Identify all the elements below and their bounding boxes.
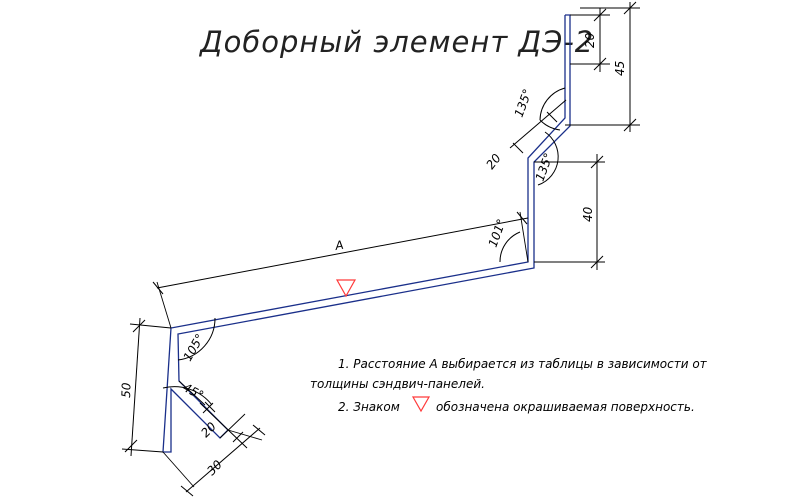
drawing-title: Доборный элемент ДЭ-2 — [198, 25, 594, 59]
note-1-cont: толщины сэндвич-панелей. — [310, 377, 485, 391]
dim-angle-105: 105° — [177, 317, 216, 364]
note-1: 1. Расстояние А выбирается из таблицы в … — [338, 357, 708, 371]
dim-label-bottom-20: 20 — [198, 419, 219, 440]
dim-label-right-40: 40 — [581, 206, 595, 222]
dim-label-angle-135-lower: 135° — [533, 151, 556, 183]
dim-label-left-20: 20 — [483, 151, 504, 172]
notes-block: 1. Расстояние А выбирается из таблицы в … — [310, 357, 708, 414]
dim-length-a: A — [152, 211, 529, 329]
dim-bottom-20: 20 — [178, 380, 248, 449]
dim-label-top-20: 20 — [583, 32, 597, 48]
dim-right-40: 40 — [534, 154, 605, 270]
note-2-before: 2. Знаком — [338, 400, 400, 414]
note-2-after: обозначена окрашиваемая поверхность. — [436, 400, 695, 414]
dim-left-50: 50 — [119, 317, 172, 457]
dim-label-angle-135-upper: 135° — [512, 87, 535, 119]
dim-angle-101: 101° — [486, 217, 521, 263]
dim-top-20: 20 — [570, 8, 610, 72]
dim-label-left-50: 50 — [119, 382, 134, 398]
dim-label-a: A — [333, 238, 345, 253]
dim-top-45: 45 — [565, 1, 640, 132]
note-paint-mark-icon — [411, 396, 431, 413]
dim-label-top-45: 45 — [613, 61, 627, 76]
dim-bottom-30: 30 — [162, 424, 266, 497]
paint-mark-icon — [335, 279, 357, 298]
dim-label-angle-45: 45° — [181, 380, 206, 402]
